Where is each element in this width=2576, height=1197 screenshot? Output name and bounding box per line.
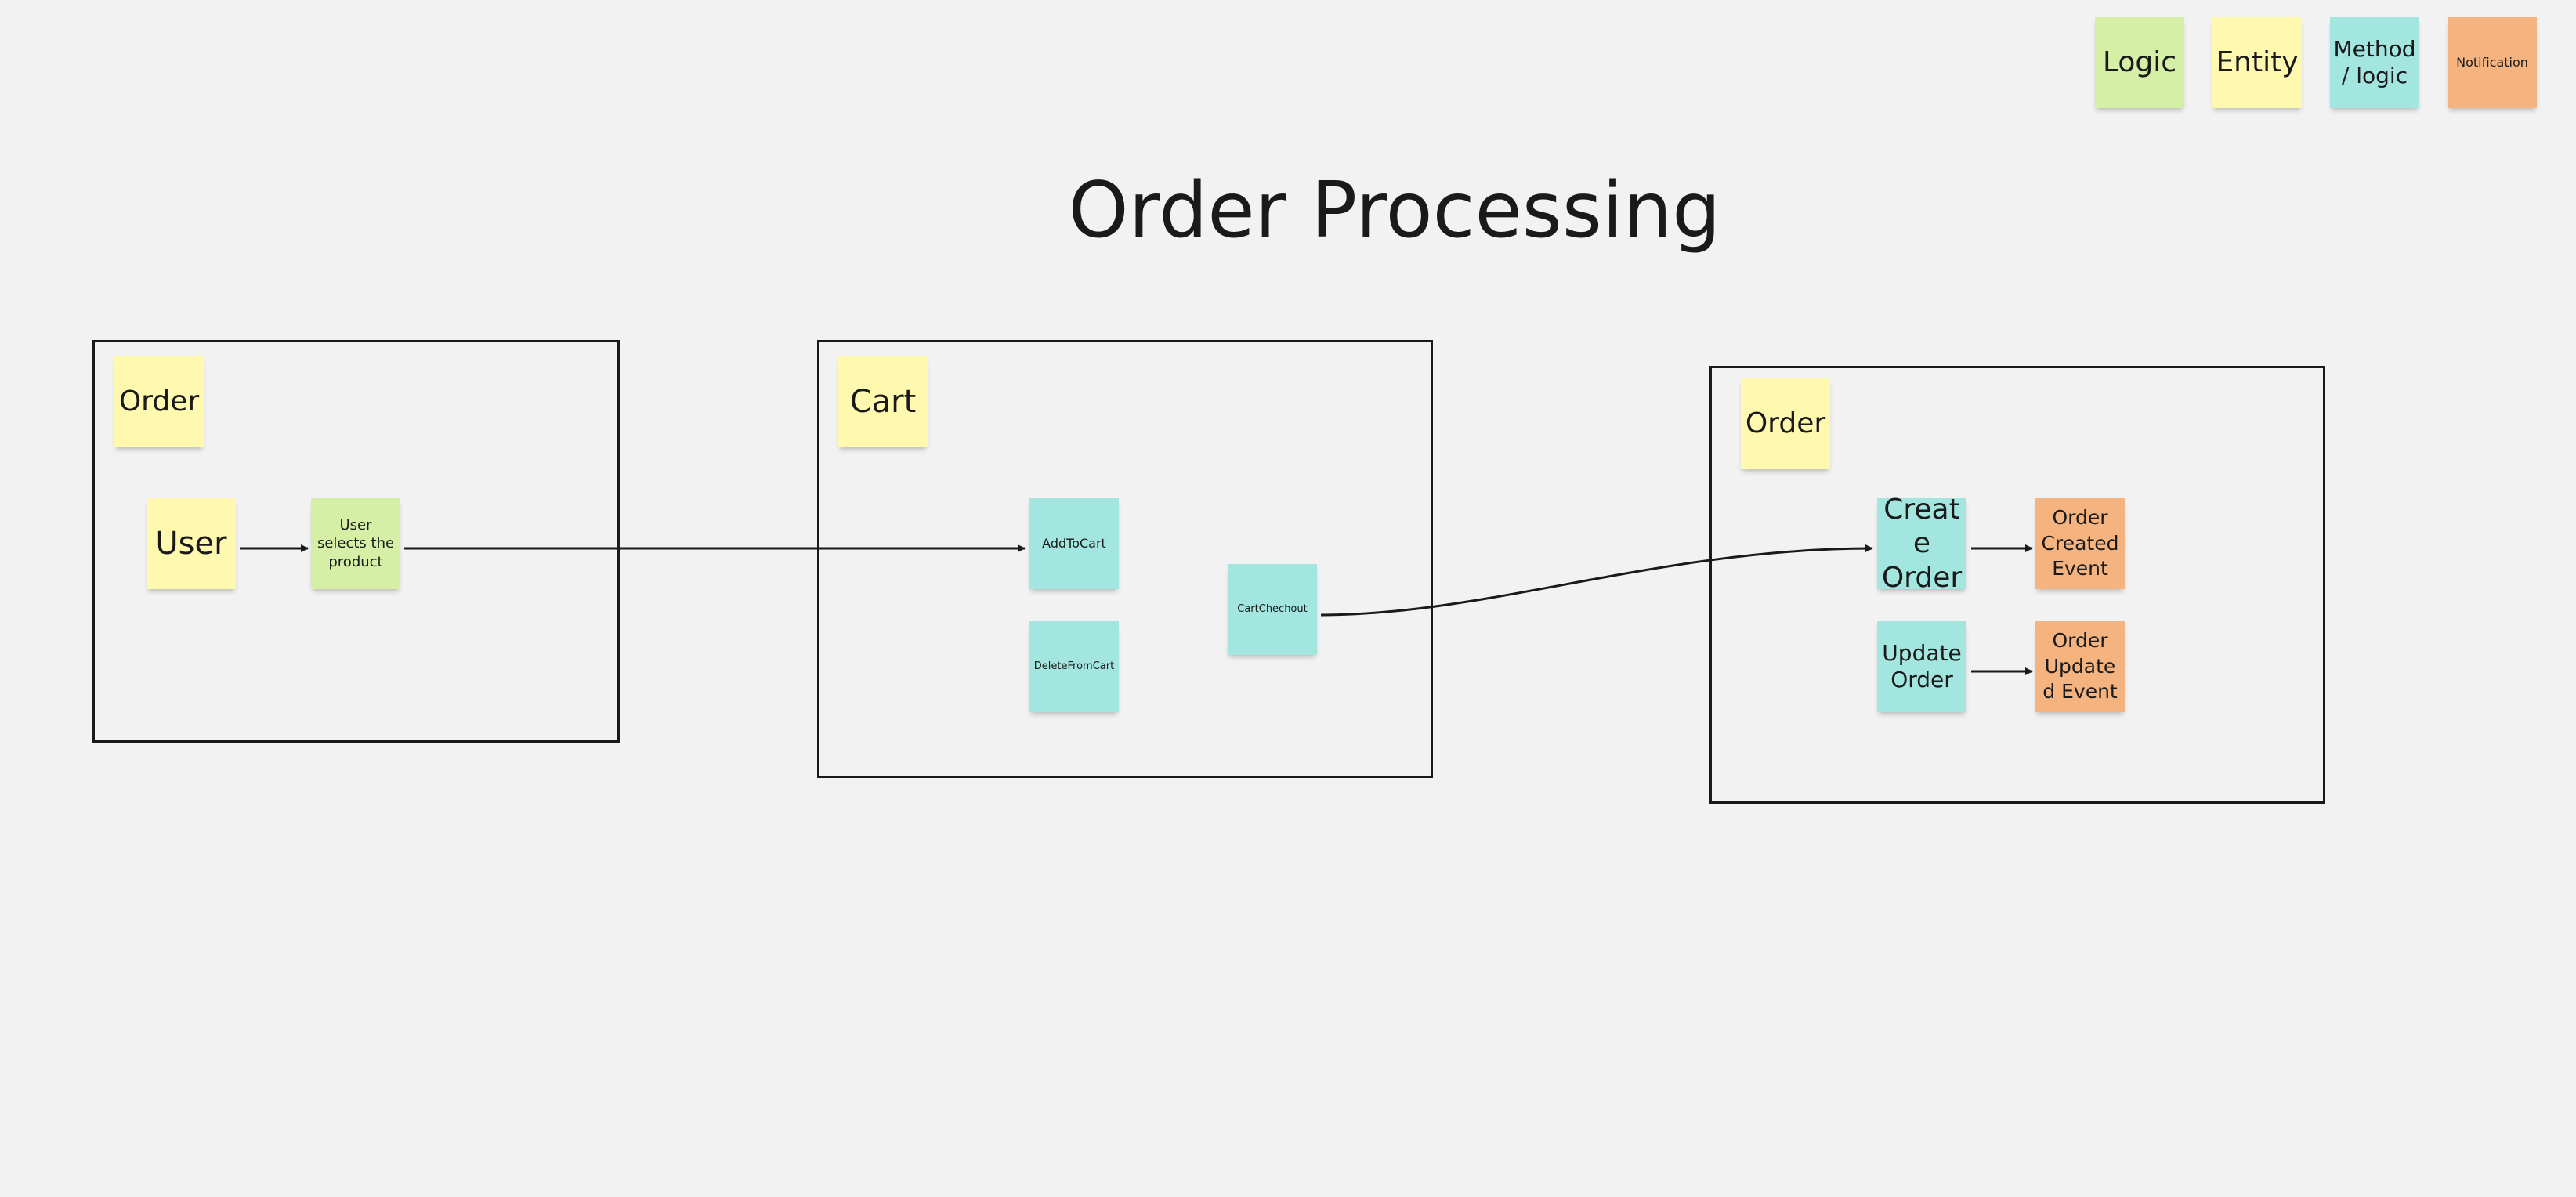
legend-logic-note[interactable]: Logic — [2095, 17, 2184, 108]
frame-order-right[interactable] — [1709, 366, 2325, 804]
diagram-title: Order Processing — [1068, 166, 1721, 255]
frame-label-order-left[interactable]: Order — [114, 356, 204, 447]
method-create-order-note[interactable]: Create Order — [1877, 494, 1966, 594]
frame-order-left[interactable] — [92, 340, 620, 743]
method-deletefromcart-note[interactable]: DeleteFromCart — [1029, 621, 1119, 712]
method-addtocart-note[interactable]: AddToCart — [1029, 498, 1119, 589]
entity-user-note[interactable]: User — [147, 498, 236, 589]
logic-user-selects-product-note[interactable]: User selects the product — [311, 498, 400, 589]
legend-method-note[interactable]: Method / logic — [2330, 17, 2419, 108]
method-update-order-note[interactable]: Update Order — [1877, 621, 1966, 712]
method-cartcheckout-note[interactable]: CartChechout — [1228, 564, 1317, 655]
notification-order-updated-event-note[interactable]: Order Updated Event — [2035, 621, 2125, 712]
legend-notification-note[interactable]: Notification — [2448, 17, 2537, 108]
legend-entity-note[interactable]: Entity — [2212, 17, 2302, 108]
frame-cart[interactable] — [817, 340, 1433, 778]
notification-order-created-event-note[interactable]: Order Created Event — [2035, 498, 2125, 589]
connector-checkout-to-create-order[interactable] — [1320, 544, 1873, 617]
frame-label-cart[interactable]: Cart — [838, 356, 928, 447]
frame-label-order-right[interactable]: Order — [1741, 378, 1830, 469]
